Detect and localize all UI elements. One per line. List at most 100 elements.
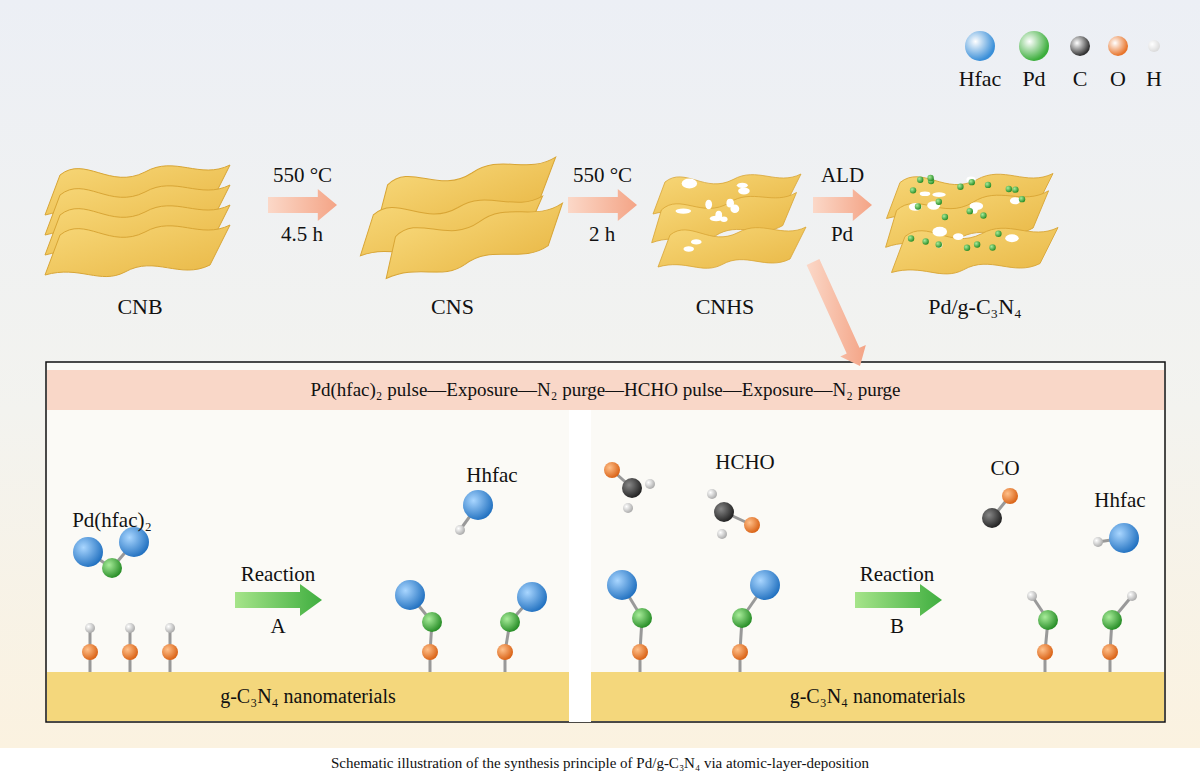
label: CO (990, 456, 1019, 481)
atom (497, 644, 513, 660)
stage-label: CNB (117, 294, 162, 320)
atom (82, 644, 98, 660)
legend-swatch (1148, 40, 1160, 52)
pd-dot (995, 231, 1001, 237)
atom (162, 644, 178, 660)
pd-dot (967, 208, 973, 214)
edge-label: ALD (821, 163, 864, 188)
atom (1038, 610, 1058, 630)
label: Reaction (241, 562, 316, 587)
stage-label: CNHS (696, 294, 755, 320)
pd-dot (936, 198, 942, 204)
pd-gc3n4-sheets (882, 174, 1058, 274)
legend-text: H (1146, 66, 1162, 92)
material-stage: CNB (20, 140, 260, 320)
cnb-sheets (45, 165, 230, 277)
stage-label: Pd/g-C₃N₄ (928, 294, 1022, 320)
pd-dot (1006, 186, 1012, 192)
edge-label: 550 °C (273, 163, 332, 188)
atom (982, 508, 1002, 528)
pd-dot (980, 212, 986, 218)
atom (632, 644, 648, 660)
label: Hhfac (1094, 488, 1145, 513)
atom (732, 608, 752, 628)
pd-dot (917, 176, 923, 182)
atom (1102, 644, 1118, 660)
pd-dot (957, 184, 963, 190)
node-text: Pd(hfac)₂ pulse—Exposure—N₂ purge—HCHO p… (310, 379, 900, 401)
pd-dot (985, 182, 991, 188)
atom (1037, 644, 1053, 660)
pore (932, 227, 947, 237)
atom (604, 462, 620, 478)
label: Hhfac (466, 463, 517, 488)
atom (122, 644, 138, 660)
pd-dot (922, 238, 928, 244)
process-arrow (813, 189, 872, 221)
process-arrow (568, 189, 637, 221)
substrate-slab: g-C₃N₄ nanomaterials (591, 672, 1164, 721)
atom (645, 479, 655, 489)
atom (717, 529, 727, 539)
atom (517, 582, 547, 612)
atom (744, 517, 760, 533)
atom (165, 623, 175, 633)
pd-dot (910, 187, 916, 193)
pores (676, 177, 1021, 252)
legend-swatch (1070, 36, 1090, 56)
pore (953, 233, 964, 240)
process-arrow (268, 189, 337, 221)
process-frame (46, 362, 1165, 722)
atom (1109, 523, 1139, 553)
pore (682, 179, 697, 189)
label: Pd (831, 222, 853, 247)
atom (732, 644, 748, 660)
process-arrow (807, 259, 866, 366)
pore (705, 200, 712, 210)
atom (707, 489, 717, 499)
pd-dot (915, 203, 921, 209)
atom (1002, 488, 1018, 504)
pore (1010, 197, 1020, 204)
pd-dot (942, 214, 948, 220)
legend-text: C (1073, 66, 1088, 92)
material-stage: CNHS (645, 140, 805, 320)
panel-gap (569, 410, 591, 722)
pd-dot (927, 175, 933, 181)
atom (85, 623, 95, 633)
pore (710, 216, 723, 222)
pd-dot (989, 244, 995, 250)
edge-label: 550 °C (573, 163, 632, 188)
step-band: Pd(hfac)₂ pulse—Exposure—N₂ purge—HCHO p… (47, 370, 1164, 410)
label: A (270, 614, 285, 639)
pore (676, 209, 692, 214)
label: 4.5 h (281, 222, 323, 247)
reaction-arrow (855, 584, 942, 616)
atom (714, 502, 734, 522)
label: B (890, 614, 904, 639)
atom (1027, 591, 1037, 601)
atom (422, 644, 438, 660)
reaction-arrow (235, 584, 322, 616)
atom (455, 525, 465, 535)
pore (738, 188, 750, 195)
legend-swatch (965, 31, 995, 61)
atom (125, 623, 135, 633)
pore (920, 191, 931, 196)
atom (395, 580, 425, 610)
cnhs-sheets (649, 174, 806, 268)
pd-dot (908, 235, 914, 241)
atom (1127, 591, 1137, 601)
material-stage: CNS (345, 140, 560, 320)
pore (684, 246, 694, 251)
node-text: g-C₃N₄ nanomaterials (790, 685, 966, 708)
pd-dot (1019, 196, 1025, 202)
atom (632, 608, 652, 628)
atom (623, 503, 633, 513)
legend-swatch (1108, 36, 1128, 56)
atom (750, 570, 780, 600)
pore (909, 203, 922, 211)
pore (1005, 234, 1018, 242)
atom (463, 490, 493, 520)
label: 2 h (589, 222, 615, 247)
